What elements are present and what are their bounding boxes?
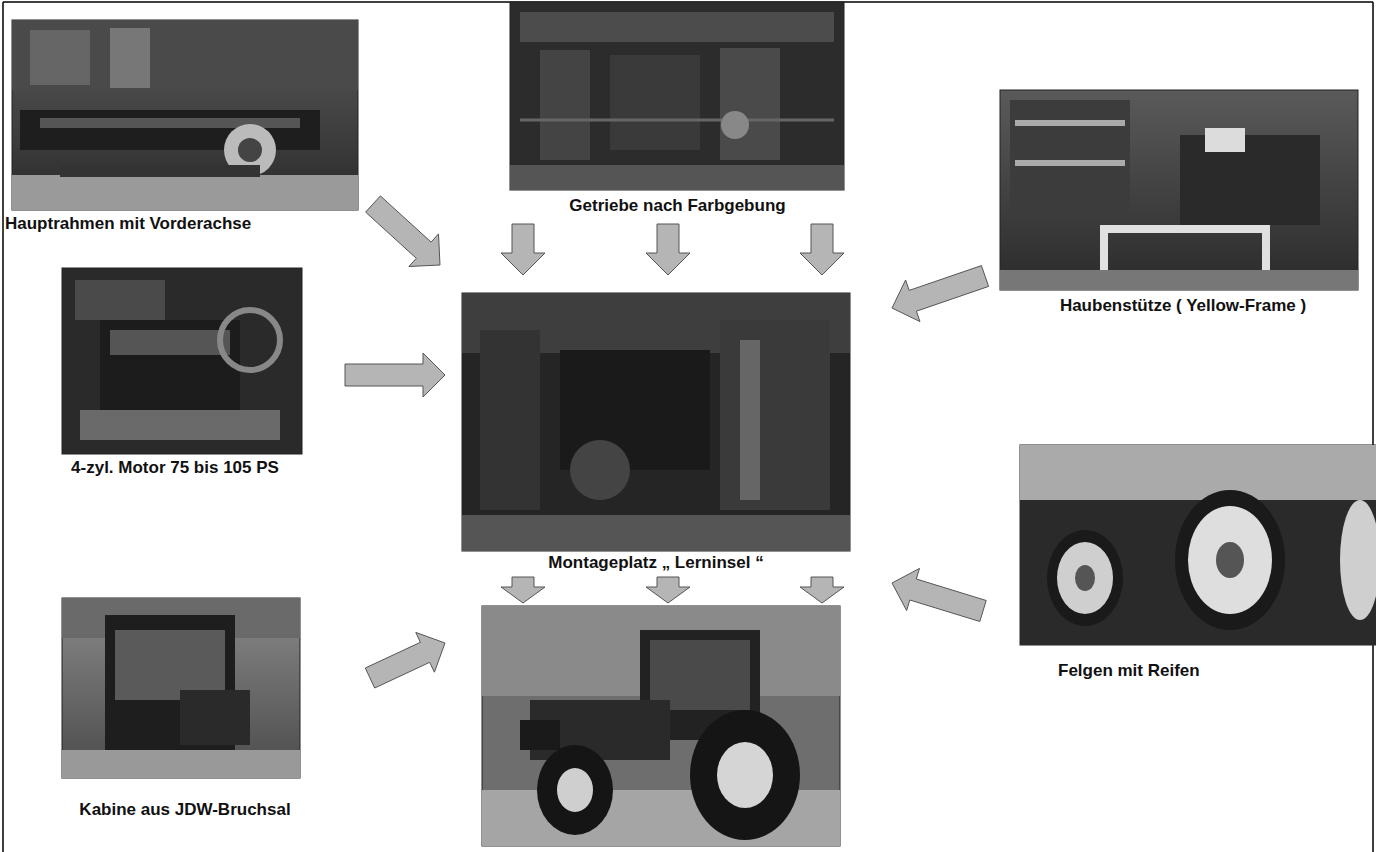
caption-row: Getriebe nach Farbgebung: [505, 196, 850, 216]
caption-row: Montageplatz „ Lerninsel “: [460, 553, 852, 573]
photo-rims: [1020, 445, 1376, 645]
photo-node: Felgen mit Reifen: [1018, 445, 1374, 681]
photo-node: Getriebe nach Farbgebung: [505, 2, 850, 216]
photo-cab: [62, 598, 300, 778]
photo-spacer: [995, 90, 1371, 290]
photo-node: Kabine aus JDW-Bruchsal: [55, 598, 315, 820]
photo-node: Montageplatz „ Lerninsel “: [460, 293, 852, 573]
block-arrow: [365, 632, 445, 688]
photo-caption: Montageplatz „ Lerninsel “: [548, 553, 763, 572]
photo-gearbox: [510, 2, 844, 190]
photo-node: Haubenstütze ( Yellow-Frame ): [995, 90, 1371, 316]
photo-caption: 4-zyl. Motor 75 bis 105 PS: [71, 458, 279, 477]
block-arrow: [345, 353, 445, 397]
block-arrow: [892, 266, 989, 322]
photo-spacer: [5, 20, 365, 210]
photo-hood-support: [1000, 90, 1358, 290]
caption-row: Felgen mit Reifen: [1018, 661, 1374, 681]
photo-spacer: [1018, 445, 1374, 645]
caption-row: Kabine aus JDW-Bruchsal: [55, 800, 315, 820]
photo-assembly-station: [462, 293, 850, 551]
block-arrow: [501, 224, 545, 275]
caption-row: Hauptrahmen mit Vorderachse: [5, 214, 365, 234]
caption-row: Haubenstütze ( Yellow-Frame ): [995, 296, 1371, 316]
photo-main-frame: [12, 20, 358, 210]
photo-caption: Hauptrahmen mit Vorderachse: [5, 214, 251, 233]
block-arrow: [800, 224, 844, 275]
photo-caption: Kabine aus JDW-Bruchsal: [79, 800, 290, 819]
block-arrows-down: [501, 577, 844, 603]
block-arrow: [646, 224, 690, 275]
caption-row: 4-zyl. Motor 75 bis 105 PS: [25, 458, 325, 478]
frame-line: [2, 2, 4, 852]
photo-engine: [62, 268, 302, 454]
photo-caption: Haubenstütze ( Yellow-Frame ): [1060, 296, 1306, 315]
frame-line: [1372, 2, 1374, 852]
photo-spacer: [55, 598, 315, 778]
photo-node: 4-zyl. Motor 75 bis 105 PS: [25, 268, 325, 478]
photo-spacer: [460, 293, 852, 551]
photo-caption: Felgen mit Reifen: [1058, 661, 1200, 680]
photo-spacer: [25, 268, 325, 454]
block-arrow: [892, 568, 986, 621]
block-arrow: [366, 196, 440, 267]
photo-node: Hauptrahmen mit Vorderachse: [5, 20, 365, 234]
photo-spacer: [505, 2, 850, 190]
photo-finished-tractor: [482, 606, 840, 846]
photo-caption: Getriebe nach Farbgebung: [569, 196, 785, 215]
